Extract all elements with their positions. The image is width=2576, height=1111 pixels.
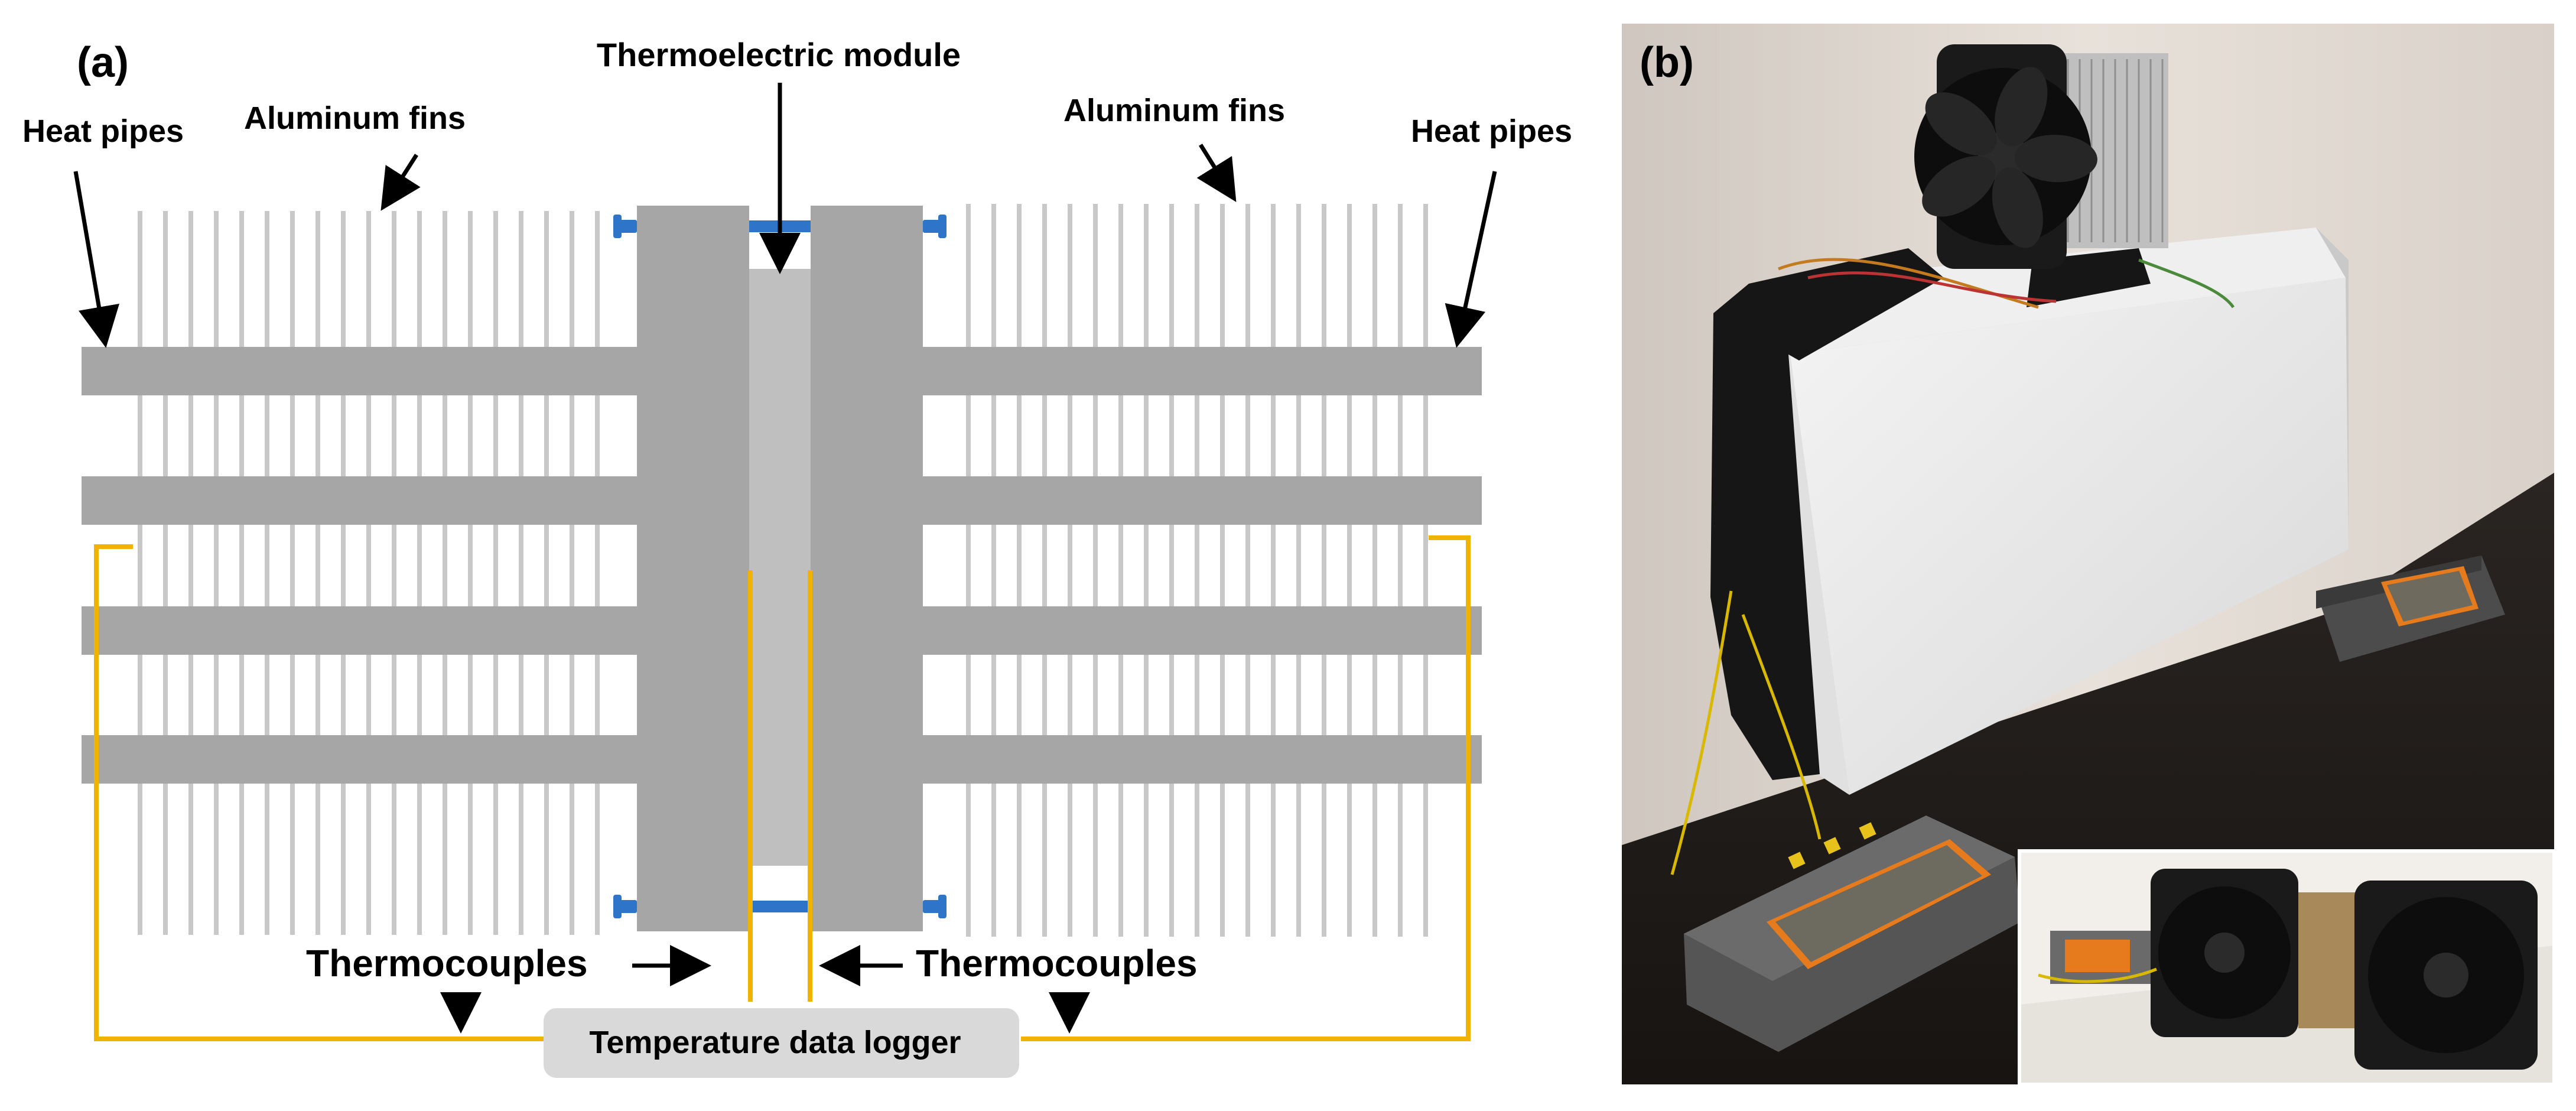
panel-a-tag: (a) xyxy=(77,39,129,86)
callout-arrows xyxy=(73,83,1497,1034)
data-logger-photo-large xyxy=(1684,816,2021,1052)
data-logger-photo-small xyxy=(2316,556,2505,662)
fin xyxy=(316,211,320,935)
fin xyxy=(1322,204,1326,937)
fin xyxy=(1169,204,1174,937)
data-logger-box xyxy=(544,1008,1019,1078)
inset-fan-right xyxy=(2354,881,2538,1070)
fin xyxy=(468,211,473,935)
fin xyxy=(290,211,295,935)
panel-b-photo: (b) xyxy=(1622,24,2556,1086)
fin xyxy=(443,211,447,935)
heat-sink-with-fan-photo xyxy=(1914,44,2168,269)
hot-side-block-left xyxy=(637,206,749,931)
fin xyxy=(1068,204,1072,937)
fin xyxy=(1347,204,1352,937)
fin xyxy=(163,211,168,935)
inset-photo-tec-assembly xyxy=(2019,851,2554,1084)
fin xyxy=(991,204,996,937)
fin xyxy=(1042,204,1047,937)
fin xyxy=(570,211,574,935)
fin xyxy=(493,211,498,935)
fin xyxy=(1398,204,1403,937)
aluminum-fins-right xyxy=(966,204,1428,937)
cold-side-block-right xyxy=(811,206,923,931)
thermocouples-label-left: Thermocouples xyxy=(306,942,588,985)
fin xyxy=(392,211,396,935)
fin xyxy=(366,211,371,935)
fin xyxy=(1093,204,1098,937)
fin xyxy=(1296,204,1301,937)
panel-a-diagram: Temperature data logger (a) Heat pipes A… xyxy=(22,36,1572,1078)
thermoelectric-module xyxy=(746,269,811,866)
fin xyxy=(265,211,269,935)
inset-fan-left xyxy=(2151,869,2298,1037)
thermoelectric-module-label: Thermoelectric module xyxy=(597,36,961,73)
fin xyxy=(1195,204,1199,937)
photo-wires xyxy=(1670,258,2235,875)
panel-b-tag: (b) xyxy=(1640,39,1694,86)
fin xyxy=(544,211,549,935)
fin xyxy=(417,211,422,935)
fin xyxy=(214,211,219,935)
fin xyxy=(138,211,142,935)
inset-border xyxy=(2018,849,2556,1086)
fin xyxy=(519,211,523,935)
fin xyxy=(1144,204,1149,937)
thermocouples-label-right: Thermocouples xyxy=(916,942,1198,985)
thermocouple-wires xyxy=(94,535,1471,1041)
aluminum-fins-label-right: Aluminum fins xyxy=(1063,93,1285,128)
styrofoam-box xyxy=(1713,228,2349,795)
fin xyxy=(966,204,971,937)
fin xyxy=(188,211,193,935)
fin xyxy=(595,211,600,935)
fin xyxy=(1220,204,1225,937)
fin xyxy=(1017,204,1022,937)
aluminum-fins-left xyxy=(138,211,600,935)
aluminum-fins-label-left: Aluminum fins xyxy=(244,100,466,136)
fin xyxy=(341,211,346,935)
fin xyxy=(1245,204,1250,937)
fin xyxy=(1271,204,1276,937)
fin xyxy=(1372,204,1377,937)
fin xyxy=(1423,204,1428,937)
fin xyxy=(1118,204,1123,937)
heat-pipes-label-left: Heat pipes xyxy=(22,113,184,149)
data-logger-label: Temperature data logger xyxy=(589,1025,961,1060)
clamp-bolt-bottom xyxy=(613,895,947,918)
fin xyxy=(239,211,244,935)
heat-pipes-label-right: Heat pipes xyxy=(1411,113,1572,149)
